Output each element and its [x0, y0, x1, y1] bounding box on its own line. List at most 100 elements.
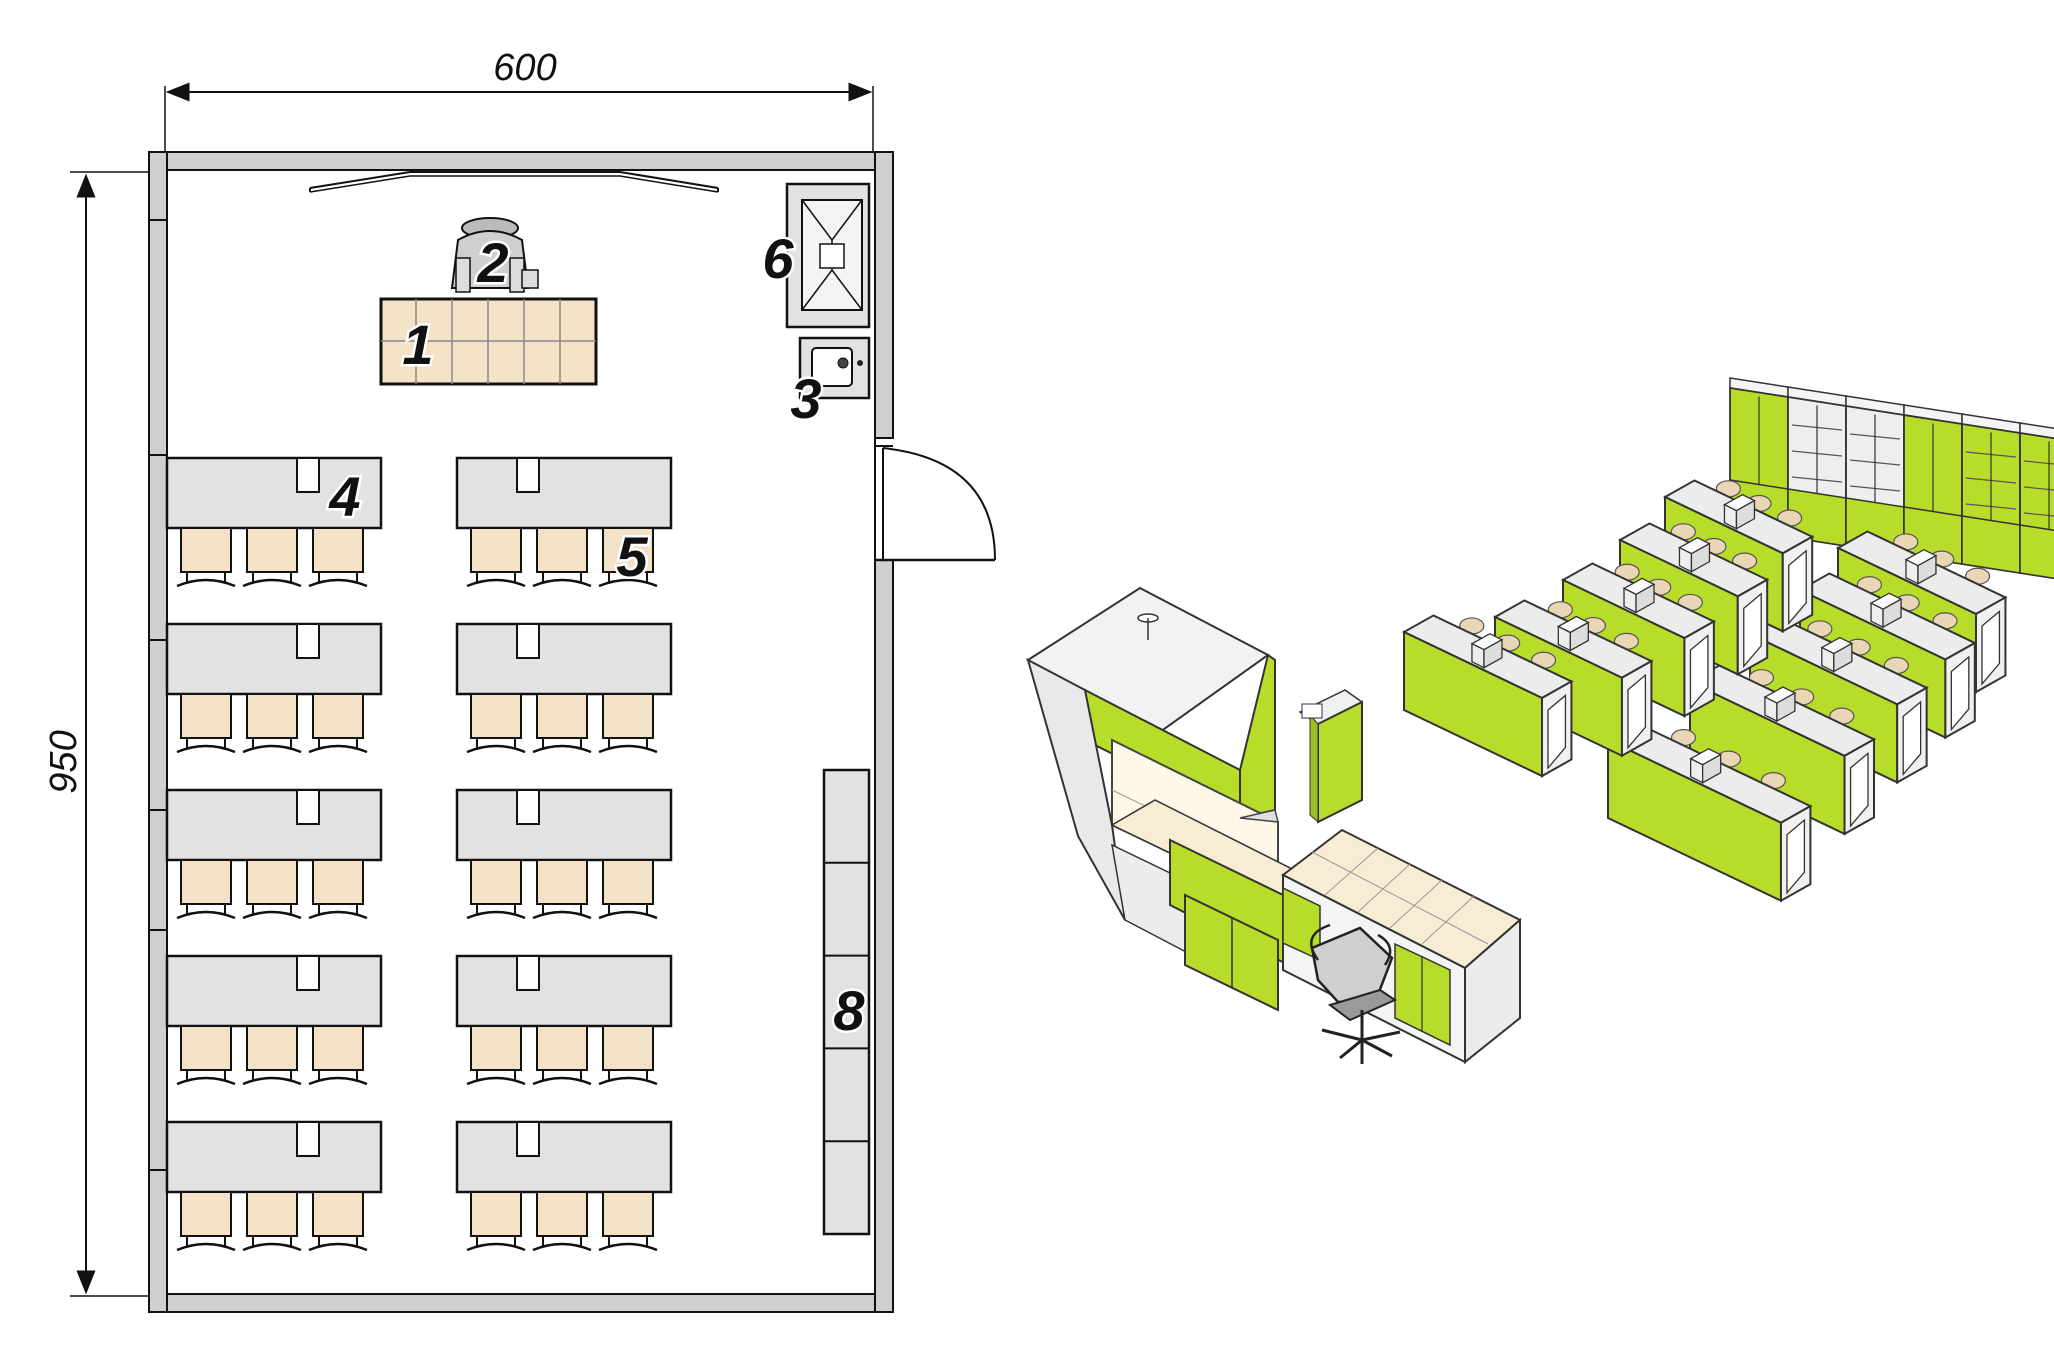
stool-base — [466, 1242, 526, 1252]
student-bench — [165, 788, 383, 920]
bench-end-door — [1547, 694, 1567, 770]
student-stool — [242, 859, 302, 920]
bench-top — [165, 622, 383, 696]
stool-seat — [536, 1025, 588, 1071]
stool-seat — [312, 1025, 364, 1071]
stool-seat — [536, 1191, 588, 1237]
stool-seat — [536, 527, 588, 573]
bench-sink-box-front — [1569, 621, 1589, 652]
stool-seat — [246, 1191, 298, 1237]
stool-seat — [180, 859, 232, 905]
stool-base — [176, 910, 236, 920]
stool-base — [308, 1076, 368, 1086]
width-dimension-label: 600 — [493, 47, 556, 89]
stool-seat — [312, 1191, 364, 1237]
perspective-bench — [1605, 722, 1813, 903]
stool-seat — [312, 527, 364, 573]
bench-end-door — [1788, 549, 1807, 626]
student-stool — [466, 1025, 526, 1086]
stool-seat — [602, 693, 654, 739]
stool-base — [598, 1242, 658, 1252]
stool-seat — [470, 527, 522, 573]
student-stool — [308, 1025, 368, 1086]
stool-base — [598, 744, 658, 754]
bench-end-door — [1902, 700, 1922, 777]
bench-sink-box-front — [1701, 753, 1722, 784]
stool-seat — [602, 1191, 654, 1237]
stool-seat — [470, 859, 522, 905]
perspective-right-benches — [1605, 530, 2008, 903]
stool-base — [466, 578, 526, 588]
student-stool — [598, 859, 658, 920]
stool-base — [308, 744, 368, 754]
student-stool — [176, 527, 236, 588]
perspective-cabinet-unit — [2019, 422, 2054, 580]
student-stool — [308, 693, 368, 754]
stool-base — [242, 578, 302, 588]
fume-hood — [785, 182, 871, 329]
callout-student-stool: 5 — [616, 525, 648, 588]
stool-seat — [246, 527, 298, 573]
stool-seat — [246, 693, 298, 739]
cabinet-base — [1961, 515, 2021, 574]
bench-sink-box-front — [1635, 583, 1655, 614]
callout-sink: 3 — [790, 367, 821, 430]
door — [875, 445, 996, 562]
bench-top — [455, 456, 673, 530]
perspective-cabinet-unit — [1961, 413, 2021, 575]
cabinet-run — [822, 768, 871, 1236]
bench-end-door — [1743, 592, 1762, 669]
student-stool — [466, 1191, 526, 1252]
stool-base — [466, 910, 526, 920]
bench-sink-slot — [516, 457, 540, 493]
stool-seat — [470, 1025, 522, 1071]
bench-top — [455, 622, 673, 696]
stool-base — [242, 1076, 302, 1086]
student-stool — [532, 1191, 592, 1252]
perspective-left-benches — [1401, 479, 1815, 778]
bench-top — [165, 954, 383, 1028]
student-stool — [176, 693, 236, 754]
stool-base — [176, 744, 236, 754]
bench-top — [165, 788, 383, 862]
stool-seat — [536, 859, 588, 905]
bench-sink-box-front — [1882, 598, 1902, 629]
perspective-wall-cabinets — [1729, 377, 2054, 580]
bench-sink-box-front — [1833, 642, 1853, 673]
bench-top — [165, 1120, 383, 1194]
student-benches — [165, 456, 673, 1252]
stool-seat — [246, 859, 298, 905]
height-dimension-label: 950 — [43, 730, 85, 793]
perspective-bench — [1401, 614, 1574, 778]
student-stool — [242, 1025, 302, 1086]
stool-base — [308, 1242, 368, 1252]
stool-base — [242, 744, 302, 754]
stool-seat — [180, 1191, 232, 1237]
student-bench — [455, 1120, 673, 1252]
student-stool — [466, 859, 526, 920]
callout-teacher-desk: 1 — [402, 313, 433, 376]
bench-end-door — [1981, 610, 2001, 686]
student-stool — [308, 527, 368, 588]
student-stool — [532, 1025, 592, 1086]
whiteboard — [309, 171, 719, 193]
student-bench — [455, 954, 673, 1086]
student-bench — [165, 456, 383, 588]
bench-sink-slot — [516, 955, 540, 991]
bench-sink-box-front — [1917, 554, 1937, 585]
bench-end-door — [1786, 818, 1806, 895]
stool-base — [176, 1242, 236, 1252]
height-dimension: 950 — [43, 171, 160, 1297]
bench-top — [455, 954, 673, 1028]
perspective-cabinet-unit — [1845, 395, 1905, 557]
stool-base — [308, 910, 368, 920]
perspective-view — [1026, 377, 2054, 1065]
perspective-cabinet-unit — [1903, 404, 1963, 566]
stool-seat — [470, 693, 522, 739]
stool-seat — [312, 859, 364, 905]
stool-base — [532, 910, 592, 920]
student-stool — [532, 693, 592, 754]
stool-seat — [246, 1025, 298, 1071]
callout-student-bench: 4 — [328, 465, 360, 528]
